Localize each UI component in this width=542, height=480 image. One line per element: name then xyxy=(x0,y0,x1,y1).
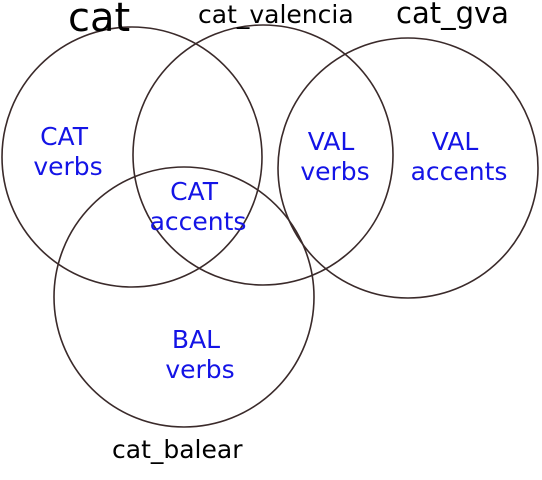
bal-verbs-line2: verbs xyxy=(165,355,234,384)
cat-balear-circle xyxy=(53,166,315,428)
val-accents-label: VAL accents xyxy=(411,127,508,186)
bal-verbs-label: BAL verbs xyxy=(165,325,234,384)
cat-verbs-line1: CAT xyxy=(40,122,89,151)
val-verbs-line2: verbs xyxy=(300,157,369,186)
val-verbs-line1: VAL xyxy=(308,127,355,156)
cat-gva-circle xyxy=(277,37,539,299)
cat-accents-line1: CAT xyxy=(170,177,219,206)
cat-valencia-circle xyxy=(132,24,394,286)
cat-circle xyxy=(1,26,263,288)
cat-accents-label: CAT accents xyxy=(150,177,247,236)
cat-verbs-label: CAT verbs xyxy=(33,122,102,181)
cat-gva-set-label: cat_gva xyxy=(396,0,509,30)
val-accents-line2: accents xyxy=(411,157,508,186)
val-accents-line1: VAL xyxy=(432,127,479,156)
cat-accents-line2: accents xyxy=(150,207,247,236)
bal-verbs-line1: BAL xyxy=(172,325,220,354)
val-verbs-label: VAL verbs xyxy=(300,127,369,186)
cat-valencia-set-label: cat_valencia xyxy=(198,0,354,29)
cat-balear-set-label: cat_balear xyxy=(112,435,243,464)
cat-verbs-line2: verbs xyxy=(33,152,102,181)
cat-set-label: cat xyxy=(68,0,130,41)
